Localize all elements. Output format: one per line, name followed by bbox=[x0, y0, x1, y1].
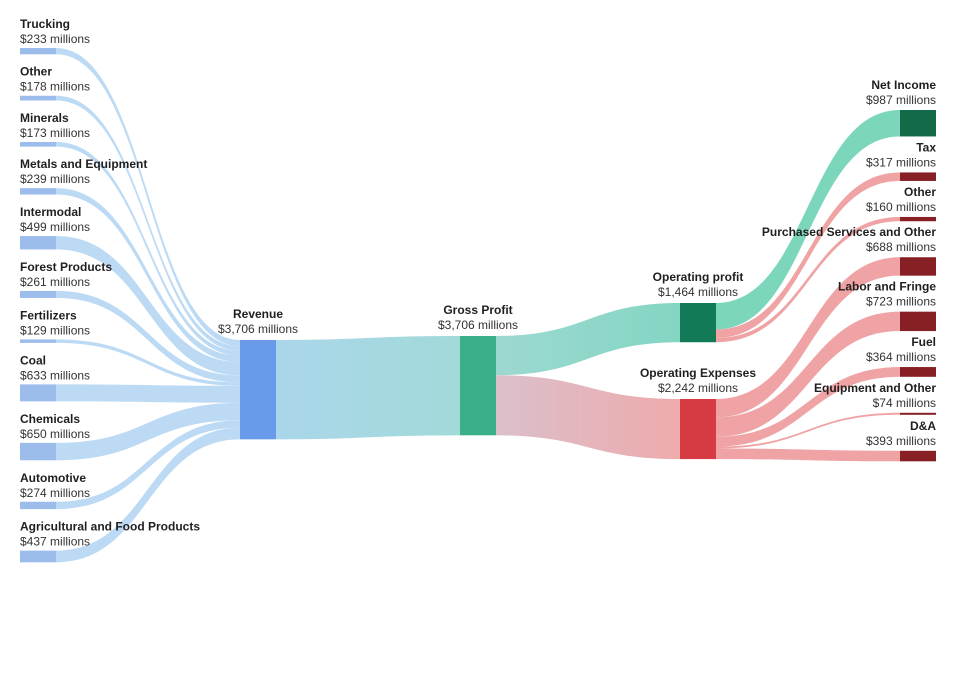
label-value-fuel: $364 millions bbox=[866, 350, 936, 364]
label-name-chemicals: Chemicals bbox=[20, 412, 80, 426]
label-name-fuel: Fuel bbox=[911, 335, 936, 349]
label-name-minerals: Minerals bbox=[20, 111, 69, 125]
link-coal-to-revenue bbox=[56, 384, 240, 403]
link-operating-expenses-to-danda bbox=[716, 448, 900, 462]
node-agri bbox=[20, 550, 56, 563]
label-value-automotive: $274 millions bbox=[20, 486, 90, 500]
label-name-forest: Forest Products bbox=[20, 260, 112, 274]
link-operating-expenses-to-fuel bbox=[716, 367, 900, 447]
node-tax bbox=[900, 172, 936, 181]
node-chemicals bbox=[20, 442, 56, 461]
node-opex bbox=[680, 399, 716, 460]
link-operating-expenses-to-purchased-services-and-other bbox=[716, 257, 900, 418]
node-intermodal bbox=[20, 236, 56, 250]
link-agricultural-and-food-products-to-revenue bbox=[56, 427, 240, 563]
node-netincome bbox=[900, 110, 936, 137]
link-metals-and-equipment-to-revenue bbox=[56, 188, 240, 363]
link-operating-expenses-to-equipment-and-other bbox=[716, 412, 900, 449]
node-fuel bbox=[900, 367, 936, 377]
link-operating-profit-to-other bbox=[716, 216, 900, 343]
link-fertilizers-to-revenue bbox=[56, 339, 240, 386]
link-trucking-to-revenue bbox=[56, 48, 240, 347]
label-name-fertilizers: Fertilizers bbox=[20, 308, 77, 322]
label-value-intermodal: $499 millions bbox=[20, 220, 90, 234]
label-value-equipment: $74 millions bbox=[873, 396, 936, 410]
label-name-other_exp: Other bbox=[904, 185, 936, 199]
label-name-gross: Gross Profit bbox=[443, 303, 512, 317]
label-value-opprofit: $1,464 millions bbox=[658, 285, 738, 299]
label-value-da: $393 millions bbox=[866, 434, 936, 448]
link-revenue-to-gross-profit bbox=[276, 336, 460, 440]
link-minerals-to-revenue bbox=[56, 142, 240, 356]
link-forest-products-to-revenue bbox=[56, 290, 240, 383]
link-operating-profit-to-tax bbox=[716, 172, 900, 338]
label-value-forest: $261 millions bbox=[20, 275, 90, 289]
label-name-agri: Agricultural and Food Products bbox=[20, 520, 200, 534]
link-gross-profit-to-operating-expenses bbox=[496, 375, 680, 460]
label-value-coal: $633 millions bbox=[20, 368, 90, 382]
label-value-labor: $723 millions bbox=[866, 295, 936, 309]
label-name-purchased: Purchased Services and Other bbox=[762, 225, 936, 239]
label-name-equipment: Equipment and Other bbox=[814, 381, 936, 395]
label-value-revenue: $3,706 millions bbox=[218, 322, 298, 336]
node-fertilizers bbox=[20, 339, 56, 343]
label-value-tax: $317 millions bbox=[866, 155, 936, 169]
label-name-labor: Labor and Fringe bbox=[838, 280, 936, 294]
link-operating-expenses-to-labor-and-fringe bbox=[716, 311, 900, 437]
label-name-da: D&A bbox=[910, 419, 936, 433]
node-labor bbox=[900, 311, 936, 332]
label-value-trucking: $233 millions bbox=[20, 32, 90, 46]
label-name-revenue: Revenue bbox=[233, 307, 283, 321]
link-automotive-to-revenue bbox=[56, 420, 240, 510]
label-value-fertilizers: $129 millions bbox=[20, 323, 90, 337]
label-value-metals: $239 millions bbox=[20, 172, 90, 186]
node-da bbox=[900, 450, 936, 462]
label-value-other_rev: $178 millions bbox=[20, 80, 90, 94]
node-revenue bbox=[240, 340, 276, 440]
node-metals bbox=[20, 188, 56, 195]
label-name-opex: Operating Expenses bbox=[640, 366, 756, 380]
label-value-netincome: $987 millions bbox=[866, 93, 936, 107]
label-name-automotive: Automotive bbox=[20, 471, 86, 485]
label-value-purchased: $688 millions bbox=[866, 240, 936, 254]
link-intermodal-to-revenue bbox=[56, 236, 240, 376]
label-value-agri: $437 millions bbox=[20, 535, 90, 549]
label-name-coal: Coal bbox=[20, 353, 46, 367]
link-operating-profit-to-net-income bbox=[716, 110, 900, 330]
link-chemicals-to-revenue bbox=[56, 402, 240, 461]
label-value-other_exp: $160 millions bbox=[866, 200, 936, 214]
node-automotive bbox=[20, 501, 56, 510]
label-value-gross: $3,706 millions bbox=[438, 318, 518, 332]
node-opprofit bbox=[680, 303, 716, 343]
node-gross bbox=[460, 336, 496, 436]
node-equipment bbox=[900, 412, 936, 415]
node-purchased bbox=[900, 257, 936, 276]
label-name-trucking: Trucking bbox=[20, 17, 70, 31]
node-trucking bbox=[20, 48, 56, 55]
node-minerals bbox=[20, 142, 56, 147]
node-other_rev bbox=[20, 95, 56, 101]
label-name-tax: Tax bbox=[916, 140, 936, 154]
sankey-links bbox=[56, 48, 900, 563]
link-gross-profit-to-operating-profit bbox=[496, 303, 680, 376]
node-coal bbox=[20, 384, 56, 402]
sankey-nodes bbox=[20, 48, 936, 563]
label-value-minerals: $173 millions bbox=[20, 126, 90, 140]
label-name-metals: Metals and Equipment bbox=[20, 157, 147, 171]
label-value-chemicals: $650 millions bbox=[20, 427, 90, 441]
node-forest bbox=[20, 290, 56, 298]
label-name-opprofit: Operating profit bbox=[653, 270, 744, 284]
link-other-to-revenue bbox=[56, 95, 240, 352]
label-name-intermodal: Intermodal bbox=[20, 205, 81, 219]
node-other_exp bbox=[900, 216, 936, 222]
label-name-netincome: Net Income bbox=[871, 78, 936, 92]
label-value-opex: $2,242 millions bbox=[658, 381, 738, 395]
label-name-other_rev: Other bbox=[20, 65, 52, 79]
